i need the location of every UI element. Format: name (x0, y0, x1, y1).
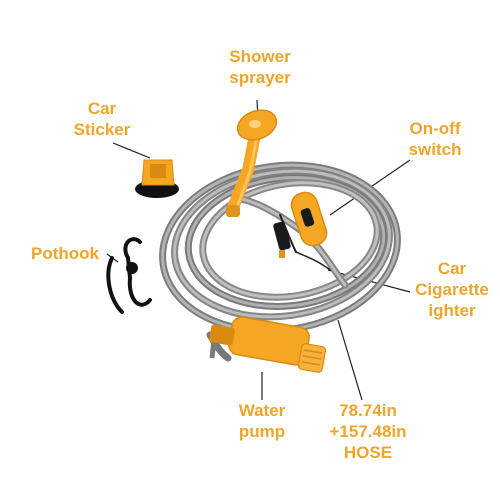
label-water-pump-line2: pump (238, 422, 286, 441)
label-shower-sprayer-line2: sprayer (229, 68, 291, 87)
label-lighter-line2: Cigarette (415, 280, 489, 299)
label-car-cigarette-lighter: Car Cigarette ighter (406, 258, 498, 321)
label-on-off-switch: On-off switch (398, 118, 472, 160)
label-car-sticker-line2: Sticker (73, 120, 131, 139)
car-sticker-part (135, 159, 179, 198)
leader-hose (337, 319, 363, 401)
label-lighter-line3: ighter (428, 301, 476, 320)
leader-sticker (112, 142, 151, 159)
label-shower-sprayer: Shower sprayer (218, 46, 302, 88)
label-on-off-switch-line2: switch (408, 140, 462, 159)
shower-sprayer-part (226, 109, 278, 217)
label-car-sticker-line1: Car (87, 99, 117, 118)
water-pump-part (209, 316, 327, 373)
label-hose-line3: HOSE (343, 443, 393, 462)
label-hose-line1: 78.74in (339, 401, 397, 420)
label-water-pump: Water pump (224, 400, 300, 442)
label-hose: 78.74in +157.48in HOSE (318, 400, 418, 463)
label-car-sticker: Car Sticker (62, 98, 142, 140)
label-water-pump-line1: Water (238, 401, 286, 420)
on-off-switch-part (290, 191, 328, 247)
pothook-part (106, 237, 152, 314)
label-shower-sprayer-line1: Shower (229, 47, 291, 66)
label-lighter-line1: Car (437, 259, 467, 278)
cigarette-lighter-part (273, 221, 291, 258)
label-hose-line2: +157.48in (329, 422, 407, 441)
label-pothook-line1: Pothook (31, 244, 99, 263)
label-pothook: Pothook (24, 243, 106, 264)
label-on-off-switch-line1: On-off (409, 119, 461, 138)
